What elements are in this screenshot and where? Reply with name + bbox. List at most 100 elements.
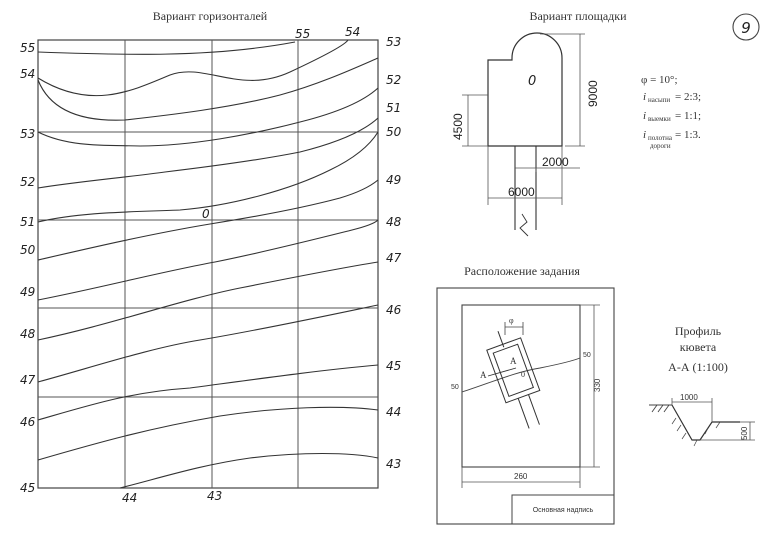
contour-label: 50 <box>386 125 402 139</box>
contour-label: 53 <box>20 127 35 141</box>
contour-label: 43 <box>386 457 401 471</box>
contour-label: 55 <box>20 41 35 55</box>
section-mark-right: A <box>510 356 517 366</box>
layout-scheme: Расположение задания Основная надпись 33… <box>436 264 615 525</box>
ditch-dim-depth: 500 <box>740 426 749 440</box>
title-block-label: Основная надпись <box>533 507 594 514</box>
layout-dim-width: 260 <box>514 472 528 481</box>
contour-line-55 <box>37 41 296 55</box>
layout-phi-label: φ <box>509 316 514 325</box>
contour-label: 51 <box>20 215 35 229</box>
map-origin-label: 0 <box>202 207 210 221</box>
contour-label: 49 <box>386 173 401 187</box>
contour-label: 45 <box>20 481 35 495</box>
contour-map-title: Вариант горизонталей <box>153 9 268 23</box>
ditch-hatch <box>671 417 721 447</box>
site-road <box>514 146 537 237</box>
site-dim-6000: 6000 <box>508 185 535 199</box>
ditch-outline <box>671 404 740 441</box>
map-left-labels: 55 54 53 52 51 50 49 48 47 46 45 <box>20 41 36 495</box>
contour-line-49 <box>37 179 379 261</box>
design-parameters: φ = 10°; i насыпи = 2:3; i выемки = 1:1;… <box>641 74 701 150</box>
layout-phi-marker <box>504 322 524 335</box>
ditch-title-1: Профиль <box>675 324 722 338</box>
section-line <box>487 367 517 377</box>
layout-platform <box>486 331 541 429</box>
contour-label: 48 <box>386 215 402 229</box>
contour-label: 47 <box>20 373 36 387</box>
map-grid <box>38 40 378 488</box>
contour-label: 47 <box>386 251 402 265</box>
contour-line-45 <box>37 364 379 421</box>
contour-line-52 <box>37 87 379 147</box>
contour-label: 52 <box>386 73 401 87</box>
ditch-profile: Профиль кювета А-А (1:100) <box>649 324 755 447</box>
contour-label: 52 <box>20 175 35 189</box>
param-i-symbol: i <box>643 110 646 122</box>
ditch-ground-hatch <box>649 404 672 413</box>
param-road-sub-2: дороги <box>650 142 671 150</box>
layout-dim-height: 330 <box>593 378 602 392</box>
map-frame <box>37 39 379 489</box>
param-road-sub-1: полотна <box>648 134 673 142</box>
site-outline <box>487 32 563 147</box>
site-origin-label: 0 <box>528 74 536 89</box>
ditch-dim-width: 1000 <box>680 393 698 402</box>
contour-label: 53 <box>386 35 401 49</box>
param-phi: φ = 10°; <box>641 74 678 86</box>
param-embankment-sub: насыпи <box>648 96 670 104</box>
contour-line-53 <box>37 57 379 121</box>
site-dim-9000: 9000 <box>586 80 600 107</box>
contour-line-51 <box>37 117 379 189</box>
site-dimensions <box>462 33 585 205</box>
contour-label: 46 <box>386 303 402 317</box>
contour-label: 49 <box>20 285 35 299</box>
contour-label: 54 <box>345 25 360 39</box>
param-cut-val: = 1:1; <box>675 110 701 122</box>
layout-contour-50 <box>461 357 581 393</box>
map-edge-labels: 55 54 44 43 <box>122 25 360 505</box>
contour-line-44 <box>37 406 379 461</box>
param-embankment-val: = 2:3; <box>675 91 701 103</box>
contour-line-50 <box>37 131 379 223</box>
contour-label: 50 <box>20 243 36 257</box>
ditch-title-2: кювета <box>680 340 717 354</box>
sheet-number-badge: 9 <box>732 13 760 41</box>
layout-outer-frame <box>436 287 615 525</box>
site-shape: Вариант площадки 0 9000 4500 2000 6000 <box>451 9 627 237</box>
section-mark-left: A <box>480 370 487 380</box>
contour-label: 51 <box>386 101 401 115</box>
layout-origin-label: 0 <box>521 370 525 379</box>
ditch-dimensions <box>671 398 755 441</box>
contour-label: 54 <box>20 67 35 81</box>
contour-line-43 <box>119 452 379 489</box>
contour-label: 44 <box>122 491 137 505</box>
layout-contour-label-left: 50 <box>451 384 459 391</box>
contour-label: 48 <box>20 327 36 341</box>
param-i-symbol: i <box>643 91 646 103</box>
layout-contour-label-right: 50 <box>583 352 591 359</box>
layout-inner-frame <box>461 304 581 468</box>
contour-line-48 <box>37 219 379 301</box>
ditch-section-label: А-А (1:100) <box>668 360 728 374</box>
sheet-number: 9 <box>741 19 751 37</box>
contour-label: 44 <box>386 405 401 419</box>
contour-label: 46 <box>20 415 36 429</box>
site-title: Вариант площадки <box>529 9 627 23</box>
contour-map: Вариант горизонталей <box>20 9 402 505</box>
site-dim-4500: 4500 <box>451 113 465 140</box>
map-right-labels: 53 52 51 50 49 48 47 46 45 44 43 <box>386 35 402 471</box>
contour-line-54 <box>37 39 349 97</box>
param-i-symbol: i <box>643 129 646 141</box>
contour-label: 45 <box>386 359 401 373</box>
site-dim-2000: 2000 <box>542 155 569 169</box>
contour-lines <box>37 39 379 489</box>
contour-line-46 <box>37 304 379 383</box>
layout-title: Расположение задания <box>464 264 580 278</box>
title-block <box>511 494 615 525</box>
param-cut-sub: выемки <box>648 115 671 123</box>
layout-dimensions <box>461 304 600 488</box>
contour-line-47 <box>37 261 379 341</box>
contour-label: 43 <box>207 489 222 503</box>
